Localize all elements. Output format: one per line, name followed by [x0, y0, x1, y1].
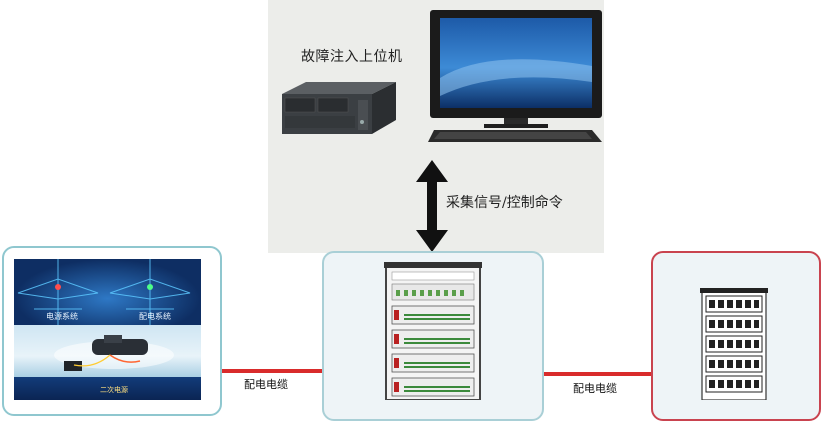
visualization-top — [14, 259, 201, 325]
signal-command-label: 采集信号/控制命令 — [446, 195, 563, 211]
visualization-bottom — [14, 377, 201, 400]
left-distribution-cable — [222, 369, 322, 373]
power-system-viz-label: 电源系统 — [46, 312, 78, 321]
right-cable-label: 配电电缆 — [573, 382, 617, 395]
equipment-model-icon — [54, 335, 174, 371]
host-computer-label: 故障注入上位机 — [301, 49, 403, 65]
secondary-power-viz-label: 二次电源 — [100, 386, 128, 394]
bidirectional-arrow-icon — [416, 160, 448, 252]
system-visualization: 电源系统 配电系统 二次电源 — [14, 259, 201, 400]
visualization-middle — [14, 325, 201, 377]
fault-injection-rack-icon — [384, 262, 482, 400]
aircraft-wireframe-icon — [17, 259, 191, 325]
power-supply-rack-icon — [700, 288, 768, 400]
monitor-icon — [428, 10, 602, 142]
distribution-system-viz-label: 配电系统 — [139, 312, 171, 321]
left-cable-label: 配电电缆 — [244, 378, 288, 391]
right-distribution-cable — [544, 372, 652, 376]
industrial-pc-icon — [282, 82, 396, 134]
